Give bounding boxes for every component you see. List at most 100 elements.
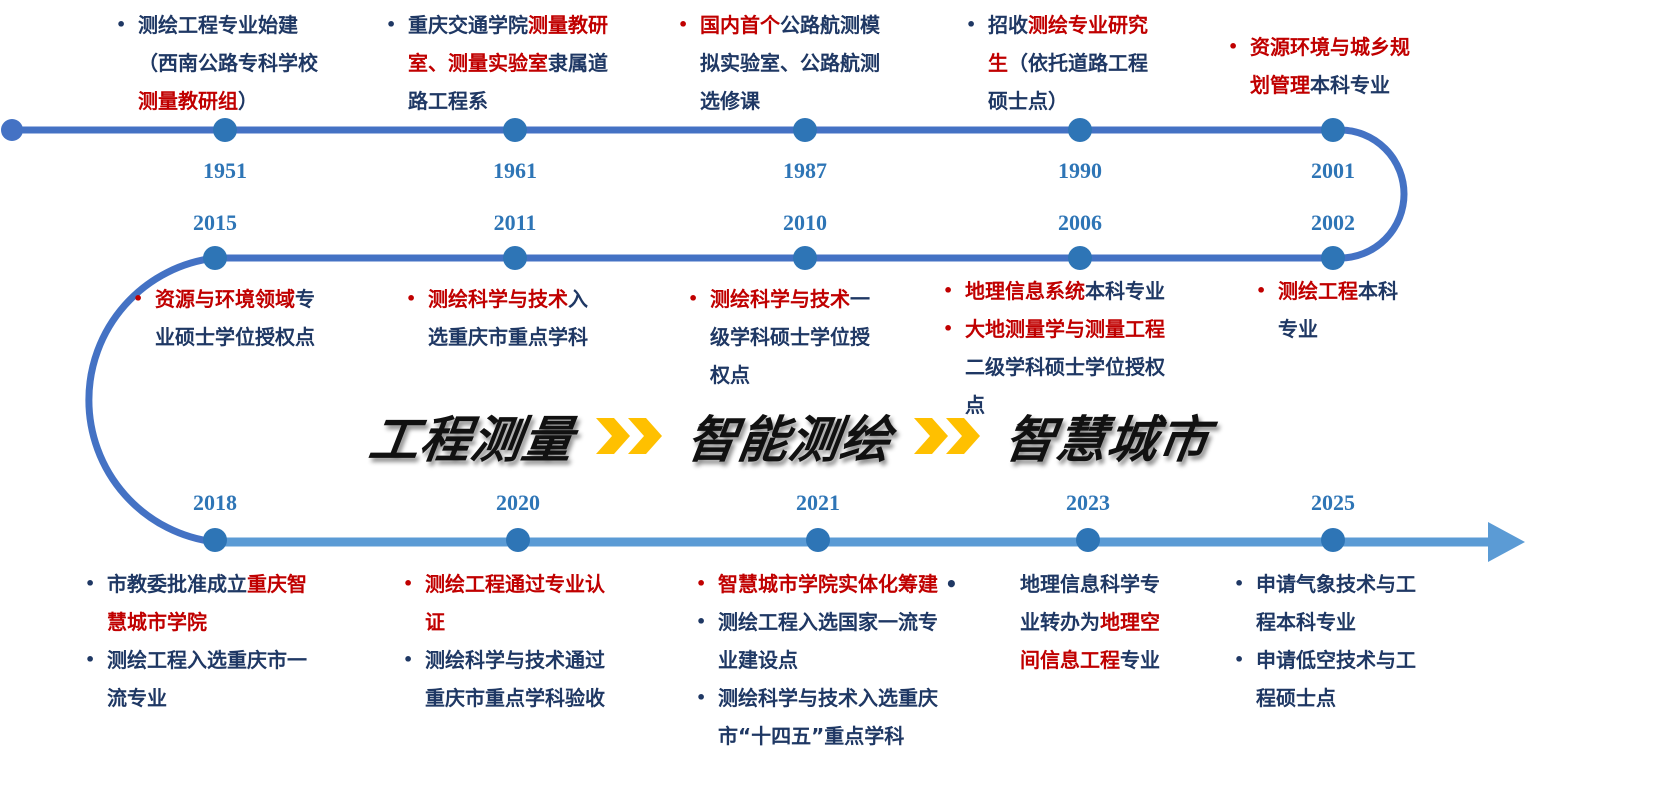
highlight-text: 资源与环境领域 xyxy=(155,287,295,311)
bullet-icon: • xyxy=(116,15,127,34)
year-label: 2001 xyxy=(1311,158,1355,183)
slogan: 工程测量 智能测绘 智慧城市 xyxy=(365,400,1213,472)
text-run: 公路航测模 xyxy=(780,13,880,37)
timeline-node xyxy=(503,246,527,270)
slogan-word-3: 智慧城市 xyxy=(1001,411,1214,469)
highlight-text: 国内首个 xyxy=(700,13,780,37)
milestone-line: 路工程系 xyxy=(408,82,608,120)
timeline-node xyxy=(1068,118,1092,142)
highlight-text: 测量教研 xyxy=(528,13,608,37)
text-run: 地理信息科学专 xyxy=(1020,572,1160,596)
text-run: 本科 xyxy=(1358,279,1398,303)
text-run: 本科专业 xyxy=(1085,279,1165,303)
bullet-icon: • xyxy=(678,15,689,34)
milestone-2006: •地理信息系统本科专业•大地测量学与测量工程二级学科硕士学位授权点 xyxy=(943,272,1165,424)
track-path xyxy=(10,126,1408,546)
milestone-line: •地理信息系统本科专业 xyxy=(943,272,1165,310)
bullet-icon: • xyxy=(85,574,96,593)
milestone-2021: •智慧城市学院实体化筹建 ••测绘工程入选国家一流专业建设点•测绘科学与技术入选… xyxy=(696,565,958,755)
timeline-node xyxy=(213,118,237,142)
text-run: 二级学科硕士学位授权 xyxy=(965,355,1165,379)
milestone-line: 点 xyxy=(965,386,1165,424)
text-run: 重庆市重点学科验收 xyxy=(425,686,605,710)
milestone-line: 程本科专业 xyxy=(1256,603,1416,641)
milestone-line: •测绘科学与技术入 xyxy=(406,280,588,318)
text-run: 测绘科学与技术通过 xyxy=(425,648,605,672)
timeline-node xyxy=(203,528,227,552)
highlight-text: 测绘科学与技术 xyxy=(428,287,568,311)
timeline-node xyxy=(793,246,817,270)
milestone-1961: •重庆交通学院测量教研室、测量实验室隶属道路工程系 xyxy=(386,6,608,120)
text-run: 本科专业 xyxy=(1310,73,1390,97)
milestone-line: •测绘科学与技术入选重庆 xyxy=(696,679,958,717)
highlight-text: 大地测量学与测量工程 xyxy=(965,317,1165,341)
milestone-2002: •测绘工程本科专业 xyxy=(1256,272,1398,348)
text-run: 测绘工程入选重庆市一 xyxy=(107,648,307,672)
timeline-node xyxy=(203,246,227,270)
bullet-icon: • xyxy=(403,574,414,593)
milestone-line: 划管理本科专业 xyxy=(1250,66,1410,104)
text-run: 申请气象技术与工 xyxy=(1256,572,1416,596)
bullet-icon: • xyxy=(696,612,707,631)
highlight-text: 间信息工程 xyxy=(1020,648,1120,672)
text-run: 业转办为 xyxy=(1020,610,1100,634)
text-run: （依托道路工程 xyxy=(1008,51,1148,75)
text-run: 测绘科学与技术入选重庆 xyxy=(718,686,938,710)
text-run: 市“十四五”重点学科 xyxy=(718,724,905,748)
year-label: 2023 xyxy=(1066,490,1110,515)
milestone-line: •测绘工程入选重庆市一 xyxy=(85,641,307,679)
milestone-line: 权点 xyxy=(710,356,870,394)
timeline-node xyxy=(1321,118,1345,142)
timeline-node xyxy=(793,118,817,142)
bullet-icon: • xyxy=(403,650,414,669)
milestone-line: •申请低空技术与工 xyxy=(1234,641,1416,679)
text-run: 程硕士点 xyxy=(1256,686,1336,710)
year-label: 2020 xyxy=(496,490,540,515)
bullet-icon: • xyxy=(966,15,977,34)
milestone-line: 选重庆市重点学科 xyxy=(428,318,588,356)
slogan-word-1: 工程测量 xyxy=(365,411,578,469)
milestone-2020: •测绘工程通过专业认证•测绘科学与技术通过重庆市重点学科验收 xyxy=(403,565,605,717)
milestone-2001: •资源环境与城乡规划管理本科专业 xyxy=(1228,28,1410,104)
text-run: （西南公路专科学校 xyxy=(138,51,318,75)
highlight-text: 智慧城市学院实体化筹建 xyxy=(718,572,938,596)
highlight-text: 生 xyxy=(988,51,1008,75)
slogan-word-2: 智能测绘 xyxy=(683,411,896,469)
milestone-1987: •国内首个公路航测模拟实验室、公路航测选修课 xyxy=(678,6,880,120)
timeline-node xyxy=(1068,246,1092,270)
highlight-text: 测绘专业研究 xyxy=(1028,13,1148,37)
milestone-line: •资源环境与城乡规 xyxy=(1228,28,1410,66)
milestone-line: •重庆交通学院测量教研 xyxy=(386,6,608,44)
text-run: 招收 xyxy=(988,13,1028,37)
text-run: ） xyxy=(238,89,258,113)
text-run: 市教委批准成立 xyxy=(107,572,247,596)
milestone-line: 二级学科硕士学位授权 xyxy=(965,348,1165,386)
milestone-2011: •测绘科学与技术入选重庆市重点学科 xyxy=(406,280,588,356)
double-chevron-right-icon xyxy=(914,416,984,456)
text-run: 重庆交通学院 xyxy=(408,13,528,37)
milestone-line: •测绘工程专业始建 xyxy=(116,6,318,44)
milestone-2015: •资源与环境领域专业硕士学位授权点 xyxy=(133,280,315,356)
text-run: 专业 xyxy=(1120,648,1160,672)
bullet-icon: • xyxy=(1256,281,1267,300)
timeline-node xyxy=(1321,246,1345,270)
milestone-line: 业转办为地理空 xyxy=(1020,603,1160,641)
milestone-line: 流专业 xyxy=(107,679,307,717)
milestone-line: •测绘科学与技术一 xyxy=(688,280,870,318)
text-run: 权点 xyxy=(710,363,750,387)
text-run: 专业 xyxy=(1278,317,1318,341)
text-run: 点 xyxy=(965,393,985,417)
milestone-line: 硕士点） xyxy=(988,82,1148,120)
milestone-line: 业硕士学位授权点 xyxy=(155,318,315,356)
milestone-line: • 测绘科学与技术通过 xyxy=(403,641,605,679)
text-run: 程本科专业 xyxy=(1256,610,1356,634)
milestone-line: 业建设点 xyxy=(718,641,958,679)
year-label: 2015 xyxy=(193,210,237,235)
arrow-head-icon xyxy=(1488,522,1525,562)
milestone-line: • 国内首个公路航测模 xyxy=(678,6,880,44)
year-label: 2002 xyxy=(1311,210,1355,235)
text-run: 业建设点 xyxy=(718,648,798,672)
text-run: 硕士点） xyxy=(988,89,1068,113)
text-run: 一 xyxy=(850,287,870,311)
